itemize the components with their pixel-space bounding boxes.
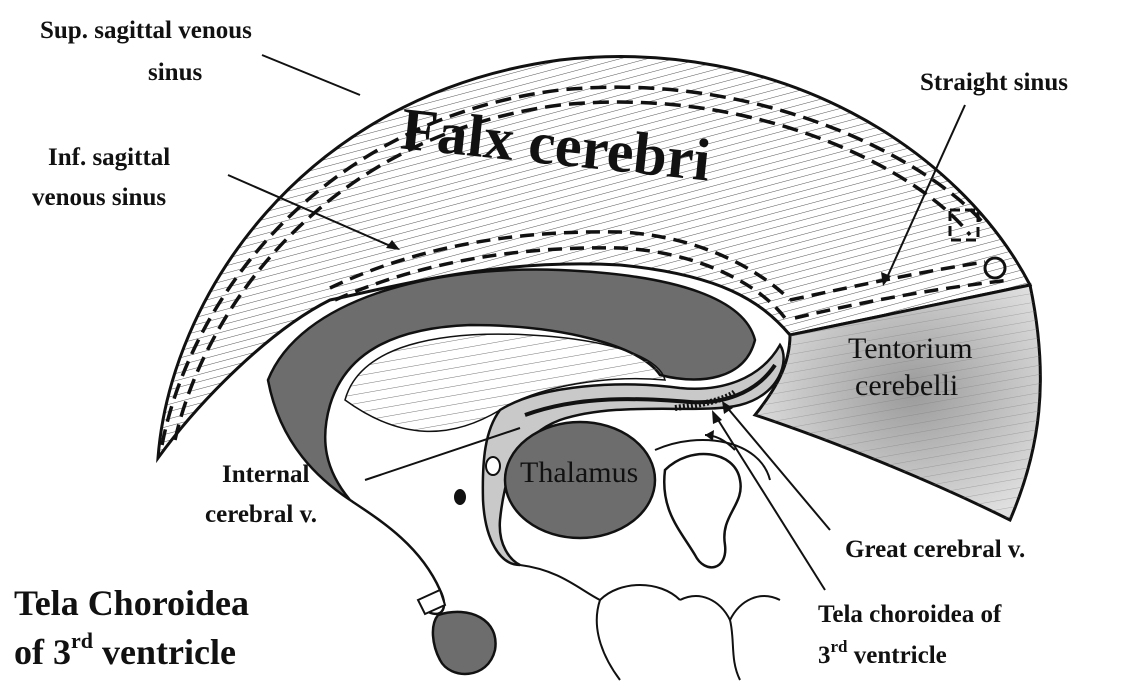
lower-outline-2 (680, 596, 780, 620)
anterior-commissure (454, 489, 466, 505)
leader-sup-sagittal (262, 55, 360, 95)
lower-outline-3 (597, 600, 620, 680)
label-tela-small-sup: rd (831, 637, 849, 656)
label-sup-sagittal-line2: sinus (148, 59, 202, 86)
optic-stalk (418, 590, 445, 614)
label-tentorium-line1: Tentorium (848, 332, 973, 365)
lower-outline-4 (730, 620, 740, 680)
title-rest: ventricle (93, 632, 236, 672)
title-pre: of 3 (14, 632, 71, 672)
label-tela-small-num: 3 (818, 642, 831, 669)
pituitary-shape (433, 612, 496, 674)
label-thalamus: Thalamus (520, 456, 638, 489)
label-inf-sagittal-line1: Inf. sagittal (48, 144, 170, 171)
label-tentorium-line2: cerebelli (855, 369, 958, 402)
title-line1: Tela Choroidea (14, 583, 249, 623)
title-sup: rd (71, 628, 93, 653)
label-straight-sinus: Straight sinus (920, 69, 1068, 96)
label-internal-line1: Internal (222, 461, 310, 488)
interventricular-foramen (486, 457, 500, 475)
pineal-region-outline (664, 454, 740, 567)
label-sup-sagittal-line1: Sup. sagittal venous (40, 17, 252, 44)
lower-outline-1 (520, 565, 680, 600)
label-inf-sagittal-line2: venous sinus (32, 184, 166, 211)
label-great-cerebral: Great cerebral v. (845, 536, 1025, 563)
label-internal-line2: cerebral v. (205, 501, 317, 528)
label-tela-small-line2: 3rd ventricle (818, 637, 947, 669)
title-line2: of 3rd ventricle (14, 628, 236, 672)
label-tela-small-line1: Tela choroidea of (818, 601, 1002, 628)
label-tela-small-rest: ventricle (848, 642, 947, 669)
